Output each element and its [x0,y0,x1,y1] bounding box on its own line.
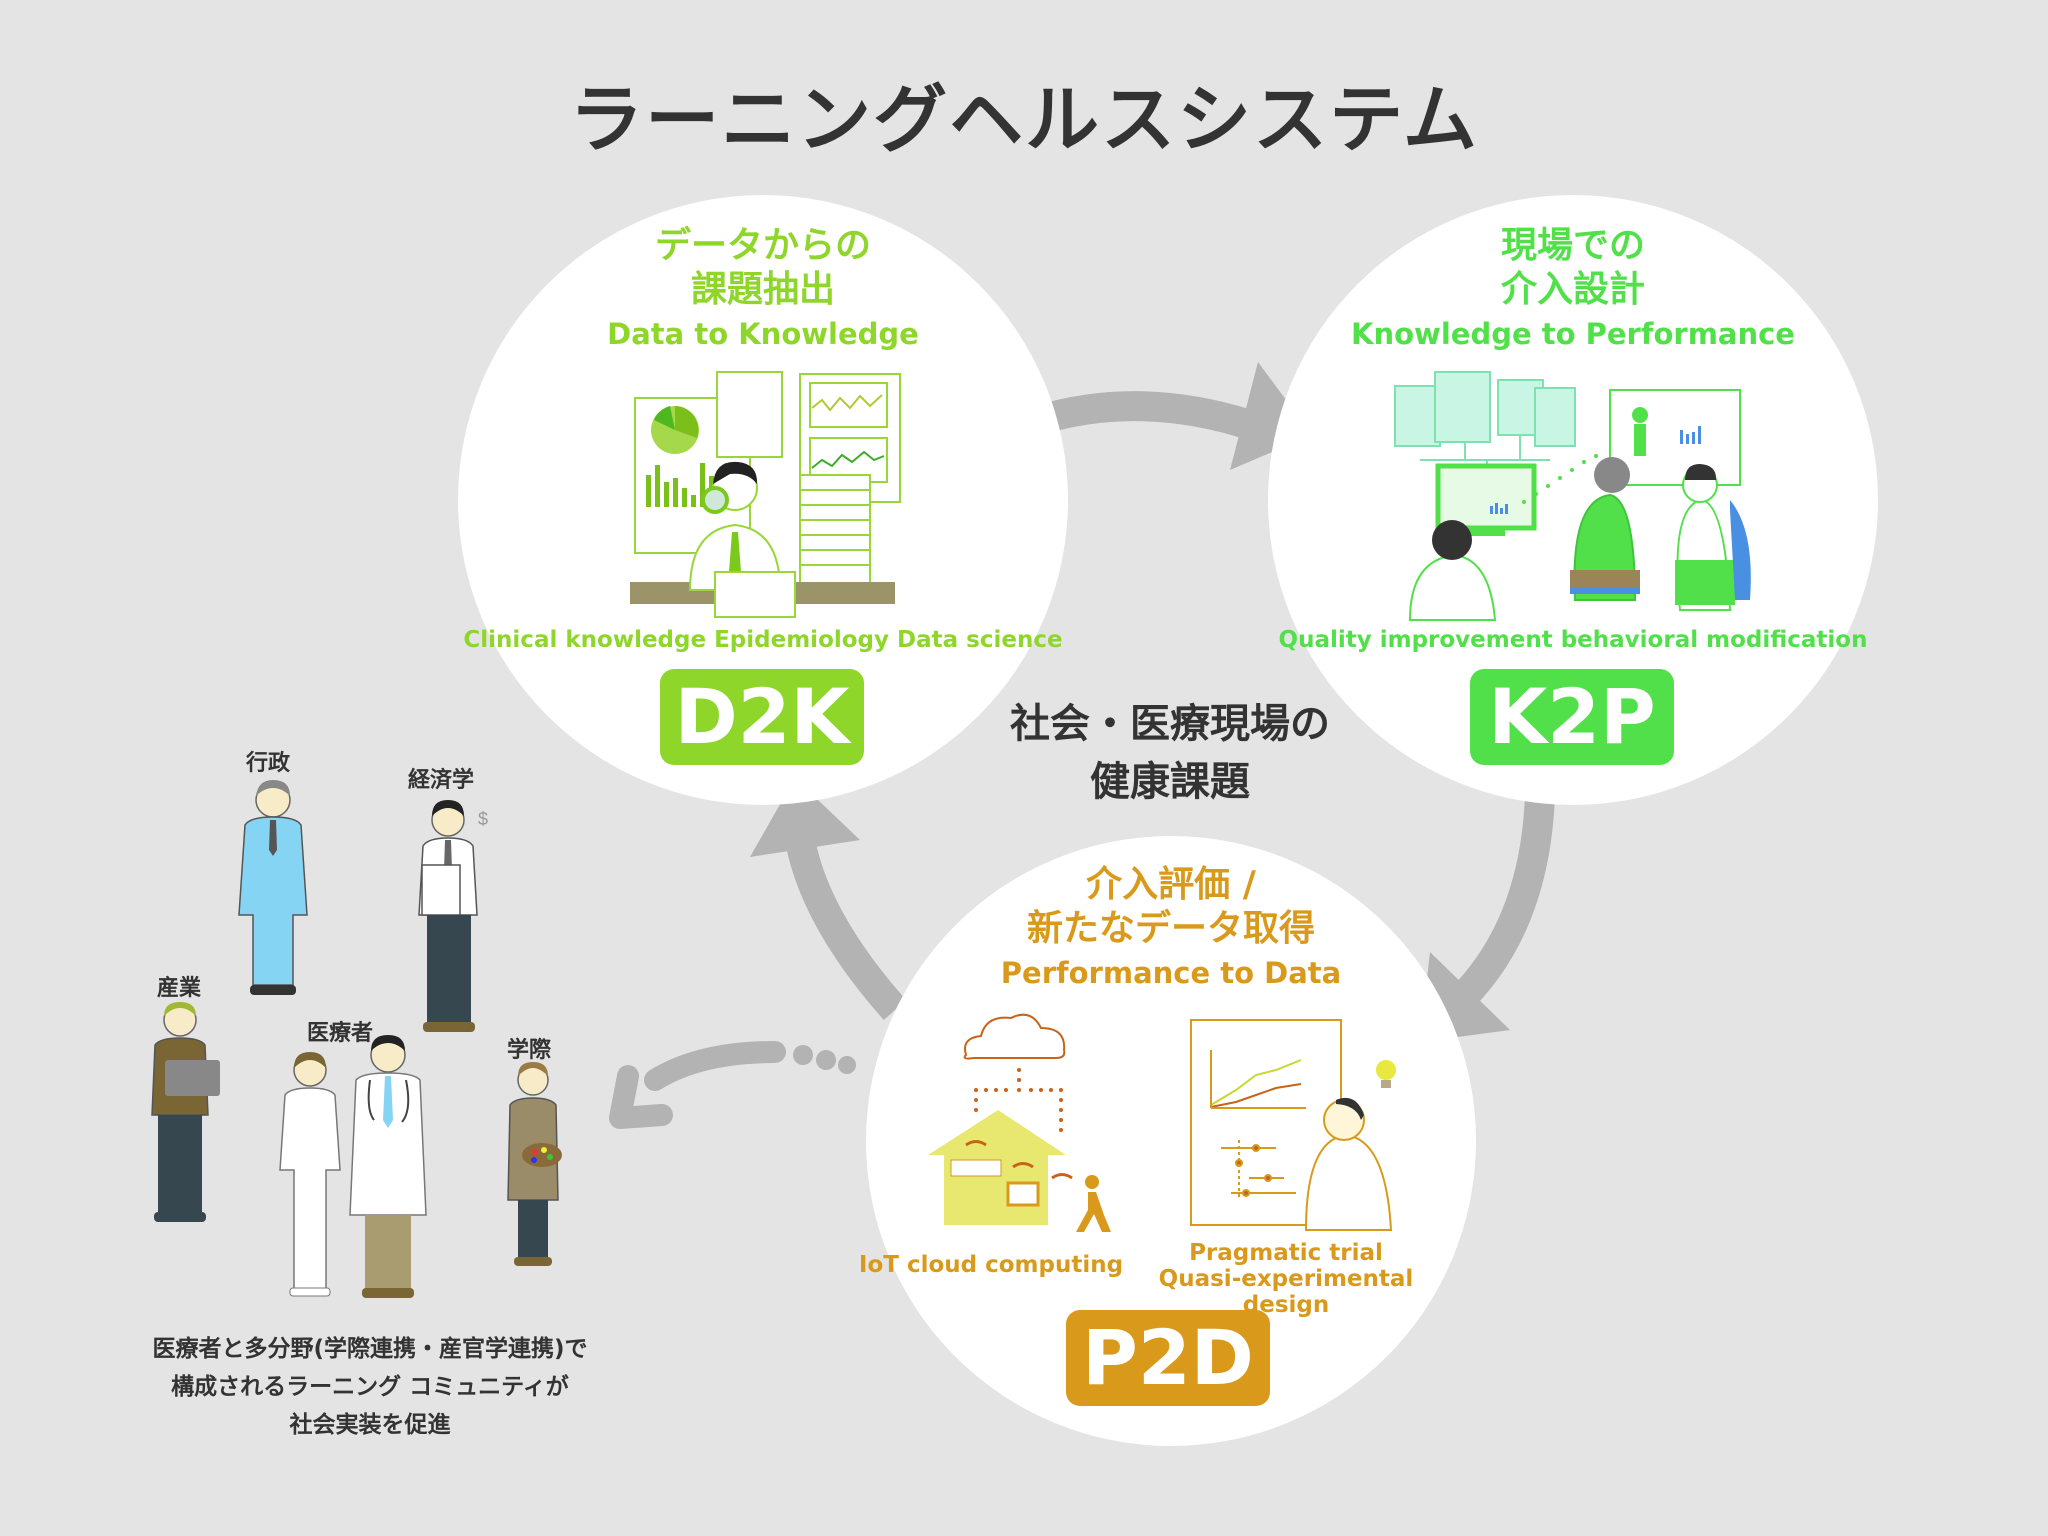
d2k-illustration [630,371,901,618]
cloud-icon [963,1013,1066,1060]
person-economist: $ [418,800,488,1032]
forest-plot [1221,1140,1296,1200]
label-iryosha: 医療者 [307,1021,374,1046]
k2p-ja-line2: 介入設計 [1500,269,1645,310]
person-industry [151,1002,220,1222]
center-label-line2: 健康課題 [1090,759,1250,805]
person-nurse [279,1052,341,1297]
community-line1: 医療者と多分野(学際連携・産官学連携)で [152,1336,588,1362]
d2k-ja-line2: 課題抽出 [690,269,835,310]
palette-icon [522,1143,562,1167]
d2k-subtitle: Clinical knowledge Epidemiology Data sci… [463,627,1063,653]
p2d-badge: P2D [1066,1310,1270,1406]
k2p-illustration [1394,371,1751,621]
p2d-subtitle-right-line1: Pragmatic trial [1189,1240,1383,1266]
person-interdisciplinary [507,1062,562,1266]
k2p-badge: K2P [1470,669,1674,765]
p2d-subtitle-left: IoT cloud computing [858,1252,1124,1278]
dollar-icon: $ [478,809,488,829]
center-health-issues-label: 社会・医療現場の 健康課題 [960,695,1380,811]
d2k-ja-line1: データからの [654,225,871,266]
page-title: ラーニングヘルスシステム [569,77,1479,163]
person-doctor [349,1035,427,1298]
arrow-to-community [609,1041,856,1129]
k2p-en-title: Knowledge to Performance [1351,317,1795,351]
p2d-en-title: Performance to Data [1000,956,1342,990]
community-line3: 社会実装を促進 [289,1412,451,1438]
label-keizaigaku: 経済学 [408,768,475,793]
community-line2: 構成されるラーニング コミュニティが [171,1374,569,1400]
label-gyosei: 行政 [246,751,291,776]
stage-d2k: データからの 課題抽出 Data to Knowledge [458,195,1068,805]
label-sangyo: 産業 [157,976,202,1001]
p2d-illustration [928,1013,1396,1232]
p2d-ja-line1: 介入評価 / [1086,864,1256,905]
stethoscope-icon [367,1079,410,1123]
wifi-icon [965,1140,1073,1180]
k2p-ja-line1: 現場での [1500,225,1645,266]
magnifier-icon [701,486,729,514]
stage-k2p: 現場での 介入設計 Knowledge to Performance Quali… [1268,195,1878,805]
walking-person-icon [1076,1192,1111,1232]
label-gakusai: 学際 [507,1038,552,1063]
d2k-en-title: Data to Knowledge [607,317,919,351]
lightbulb-icon [1376,1060,1396,1080]
center-label-line1: 社会・医療現場の [1010,701,1330,747]
p2d-ja-line2: 新たなデータ取得 [1026,908,1315,949]
k2p-subtitle: Quality improvement behavioral modificat… [1278,627,1868,653]
monitor-bar-chart-icon [1490,503,1508,514]
community-description: 医療者と多分野(学際連携・産官学連携)で 構成されるラーニング コミュニティが … [110,1330,630,1444]
people-illustrations: $ [151,780,562,1298]
stage-p2d: 介入評価 / 新たなデータ取得 Performance to Data [859,836,1476,1446]
person-government [238,780,308,995]
d2k-badge: D2K [660,669,864,765]
arrow-p2d-to-d2k [750,778,907,1020]
laptop-icon [165,1060,220,1096]
